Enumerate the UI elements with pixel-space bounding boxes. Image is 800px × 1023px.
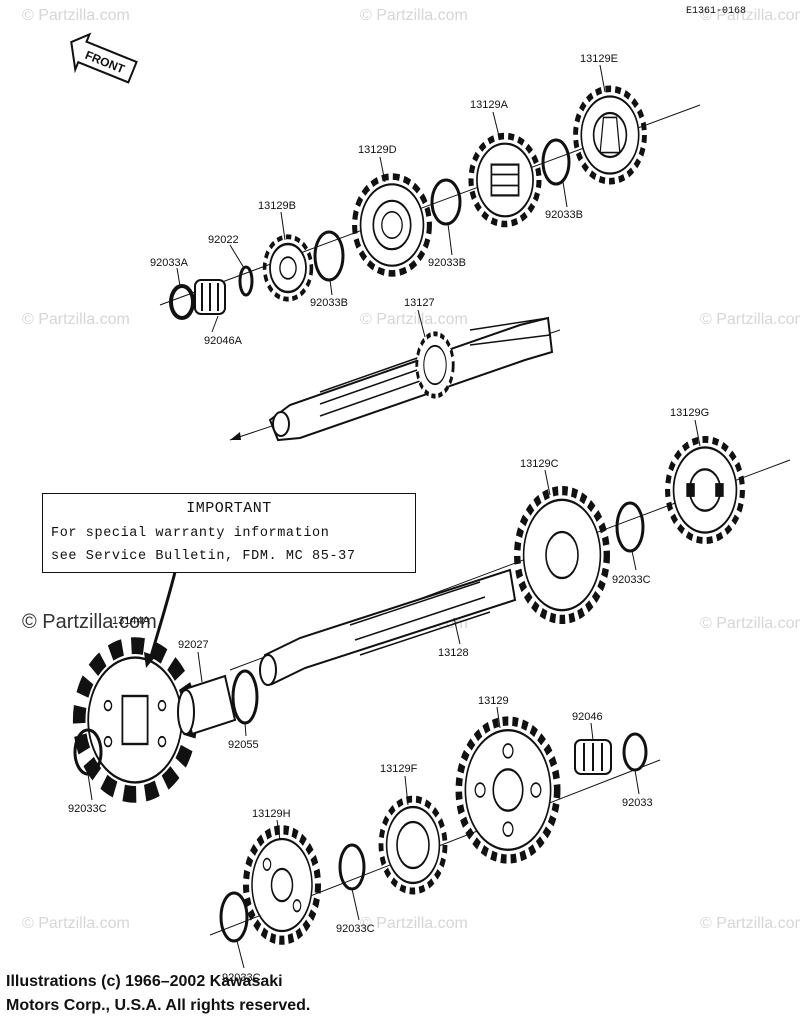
oring-92055 — [231, 669, 259, 725]
watermark-text: © Partzilla.com — [700, 915, 800, 932]
shaft-13128 — [259, 568, 517, 686]
part-label: 92055 — [228, 739, 259, 751]
needle-bearing-92046a — [194, 279, 226, 315]
circlip-92033c — [615, 501, 645, 553]
circlip-92033b — [313, 230, 345, 282]
part-label: 13129G — [670, 407, 709, 419]
gear-13129e — [573, 85, 647, 185]
front-arrow-icon: FRONT — [70, 32, 138, 84]
circlip-92033c — [219, 891, 249, 943]
part-label: 13129E — [580, 53, 618, 65]
leader-lines — [87, 64, 701, 969]
important-title: IMPORTANT — [186, 500, 272, 517]
part-label: 92033B — [310, 297, 348, 309]
copyright-notice: Illustrations (c) 1966–2002 Kawasaki Mot… — [6, 970, 310, 1018]
watermark-text: © Partzilla.com — [360, 915, 468, 932]
part-labels: 13129E 13129A 13129D 13129B 92022 92033A… — [68, 53, 709, 984]
circlip-92033c — [338, 843, 366, 891]
gear-13129 — [455, 716, 561, 864]
circlip-92033a — [169, 284, 195, 320]
part-label: 92022 — [208, 234, 239, 246]
axis-arrowhead — [230, 432, 241, 440]
gear-13129f — [378, 795, 448, 895]
gear-13129a — [468, 132, 542, 228]
important-notice-box: IMPORTANT For special warranty informati… — [42, 493, 416, 573]
part-label: 92046A — [204, 335, 243, 347]
part-label: 13129B — [258, 200, 296, 212]
important-line-2: see Service Bulletin, FDM. MC 85-37 — [51, 549, 356, 564]
washer-92022 — [238, 265, 254, 297]
important-pointer-arrowhead — [144, 652, 156, 668]
watermark-text: © Partzilla.com — [700, 311, 800, 328]
part-label: 13128 — [438, 647, 469, 659]
part-label: 92033 — [622, 797, 653, 809]
watermark-text: © Partzilla.com — [22, 311, 130, 328]
part-label: 92027 — [178, 639, 209, 651]
gear-13129b — [262, 234, 314, 302]
part-label: 13129A — [470, 99, 509, 111]
needle-bearing-92046 — [574, 739, 612, 775]
part-label: 13144A — [112, 615, 151, 627]
part-label: 92046 — [572, 711, 603, 723]
watermark-text: © Partzilla.com — [360, 311, 468, 328]
shaft-gear-13127 — [415, 331, 455, 399]
copyright-line-2: Motors Corp., U.S.A. All rights reserved… — [6, 997, 311, 1014]
part-label: 92033C — [68, 803, 107, 815]
gear-13129c — [513, 486, 611, 624]
gear-13129g — [665, 435, 745, 545]
gear-13129d — [352, 173, 432, 277]
part-label: 92033C — [222, 972, 261, 984]
part-label: 13129F — [380, 763, 418, 775]
part-label: 92033C — [612, 574, 651, 586]
watermark-text: © Partzilla.com — [22, 611, 157, 633]
collar-92027 — [177, 674, 237, 736]
copyright-line-1: Illustrations (c) 1966–2002 Kawasaki — [6, 973, 283, 990]
watermark-text: © Partzilla.com — [22, 915, 130, 932]
circlip-92033b — [430, 178, 462, 226]
important-line-1: For special warranty information — [51, 526, 330, 541]
part-label: 92033A — [150, 257, 189, 269]
watermark-text: © Partzilla.com — [700, 7, 800, 24]
circlip-92033b — [541, 138, 571, 186]
circlip-92033 — [622, 732, 648, 772]
sprocket-13144a — [72, 637, 198, 803]
gear-13129h — [243, 825, 321, 945]
part-label: 13129C — [520, 458, 559, 470]
shaft-13127 — [268, 316, 554, 442]
watermark-text: © Partzilla.com — [700, 615, 800, 632]
reference-code: E1361-0168 — [686, 6, 746, 17]
part-label: 13129H — [252, 808, 291, 820]
watermark-text: © Partzilla.com — [22, 7, 130, 24]
part-label: 92033C — [336, 923, 375, 935]
watermark-text: © Partzilla.com — [360, 7, 468, 24]
part-label: 13127 — [404, 297, 435, 309]
part-label: 13129D — [358, 144, 397, 156]
important-pointer — [148, 571, 177, 661]
part-label: 92033B — [545, 209, 583, 221]
part-label: 13129 — [478, 695, 509, 707]
part-label: 92033B — [428, 257, 466, 269]
